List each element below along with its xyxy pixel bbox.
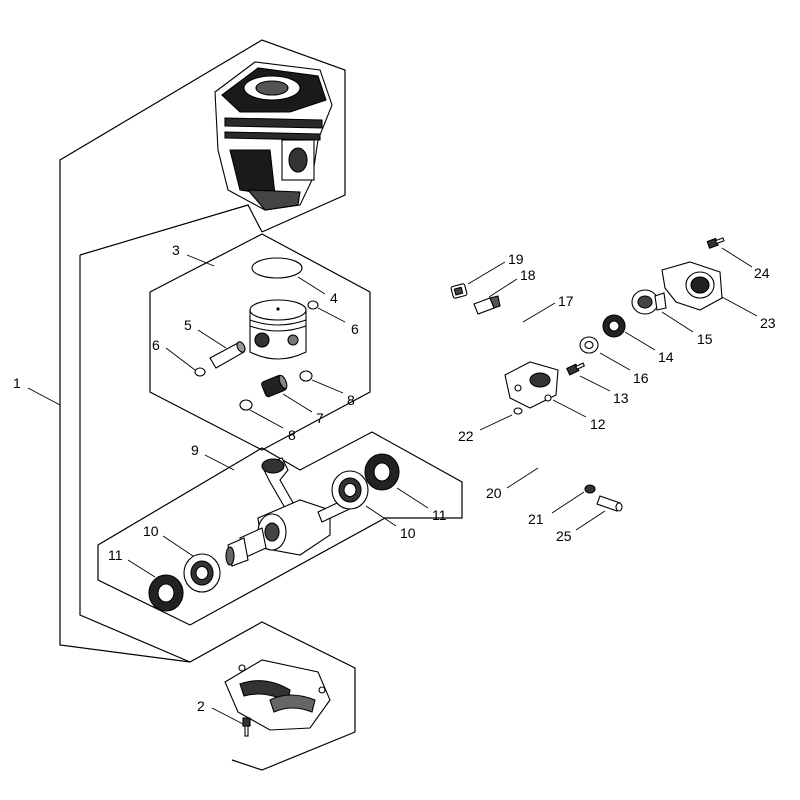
leader-11b [396, 487, 429, 509]
callout-8-upper: 8 [347, 392, 355, 408]
callout-1: 1 [13, 375, 21, 391]
leader-16 [599, 352, 631, 371]
leader-8a [311, 379, 344, 394]
leader-1 [27, 387, 61, 406]
crankshaft-part [225, 457, 357, 567]
callout-22: 22 [458, 428, 474, 444]
grommet-22-part [513, 407, 523, 415]
piston-group-outline [149, 233, 371, 451]
seal-right-part [364, 453, 400, 491]
thrust-washer-lower-part [239, 399, 253, 411]
filter-21-part [584, 484, 596, 494]
crank-group-bracket [79, 255, 191, 663]
leader-21 [551, 491, 585, 514]
leader-7 [282, 393, 313, 413]
callout-4: 4 [330, 290, 338, 306]
leader-9 [204, 454, 235, 471]
callout-6-right: 6 [351, 321, 359, 337]
worm-gear-15-part [631, 289, 667, 315]
callout-11-left: 11 [108, 547, 123, 563]
leader-19 [467, 261, 506, 285]
oil-line-20-part [517, 423, 577, 483]
callout-21: 21 [528, 511, 544, 527]
leader-15 [661, 311, 694, 333]
cylinder-part [214, 61, 333, 211]
circlip-left-part [194, 367, 206, 377]
callout-10-left: 10 [143, 523, 159, 539]
callout-18: 18 [520, 267, 536, 283]
leader-11a [127, 559, 156, 578]
washer-16-part [579, 336, 599, 354]
leader-2 [211, 707, 244, 725]
screw-13-part [566, 362, 586, 376]
callout-2: 2 [197, 698, 205, 714]
leader-20 [506, 467, 539, 489]
nipple-19-part [450, 283, 468, 299]
bearing-left-part [183, 553, 221, 593]
leader-4 [297, 276, 326, 295]
leader-25 [575, 510, 606, 531]
callout-6-left: 6 [152, 337, 160, 353]
callout-7: 7 [316, 410, 324, 426]
leader-8b [249, 409, 284, 429]
assembly-1-bracket-lower [59, 405, 356, 771]
callout-20: 20 [486, 485, 502, 501]
leader-14 [624, 331, 656, 351]
leader-10b [365, 505, 397, 527]
hose-17-part [499, 310, 522, 345]
leader-3 [186, 254, 215, 267]
callout-13: 13 [613, 390, 629, 406]
callout-9: 9 [191, 442, 199, 458]
leader-18 [488, 278, 518, 298]
cover-23-part [661, 261, 723, 311]
callout-15: 15 [697, 331, 713, 347]
callout-8-lower: 8 [288, 427, 296, 443]
piston-part [249, 299, 307, 360]
callout-23: 23 [760, 315, 776, 331]
callout-10-right: 10 [400, 525, 416, 541]
circlip-right-part [307, 300, 319, 310]
seal-14-part [602, 314, 626, 338]
leader-23 [721, 296, 758, 317]
callout-16: 16 [633, 370, 649, 386]
callout-25: 25 [556, 528, 572, 544]
leader-12 [552, 399, 587, 418]
callout-11-right: 11 [432, 507, 447, 523]
callout-3: 3 [172, 242, 180, 258]
callout-14: 14 [658, 349, 674, 365]
callout-12: 12 [590, 416, 606, 432]
bearing-right-part [331, 470, 369, 510]
piston-pin-part [209, 341, 246, 369]
pickup-25-part [596, 495, 623, 512]
screw-24-part [706, 237, 725, 249]
callout-24: 24 [754, 265, 770, 281]
leader-6a [165, 347, 196, 371]
oil-pump-12-part [504, 361, 559, 409]
screw-2-part [242, 717, 251, 737]
needle-bearing-part [261, 374, 288, 398]
leader-22 [479, 414, 513, 431]
piston-ring-part [251, 257, 303, 279]
leader-24 [721, 247, 753, 268]
leader-10a [162, 535, 194, 557]
callout-17: 17 [558, 293, 574, 309]
crank-group-bracket-top [79, 204, 263, 256]
seal-left-part [148, 574, 184, 612]
leader-6b [317, 307, 346, 323]
thrust-washer-upper-part [299, 370, 313, 382]
leader-13 [579, 375, 611, 392]
callout-5: 5 [184, 317, 192, 333]
callout-19: 19 [508, 251, 524, 267]
leader-5 [197, 329, 227, 349]
connector-18-part [473, 295, 501, 315]
assembly-1-bracket [59, 39, 346, 405]
crankcase-part [224, 659, 331, 731]
leader-17 [522, 302, 556, 323]
